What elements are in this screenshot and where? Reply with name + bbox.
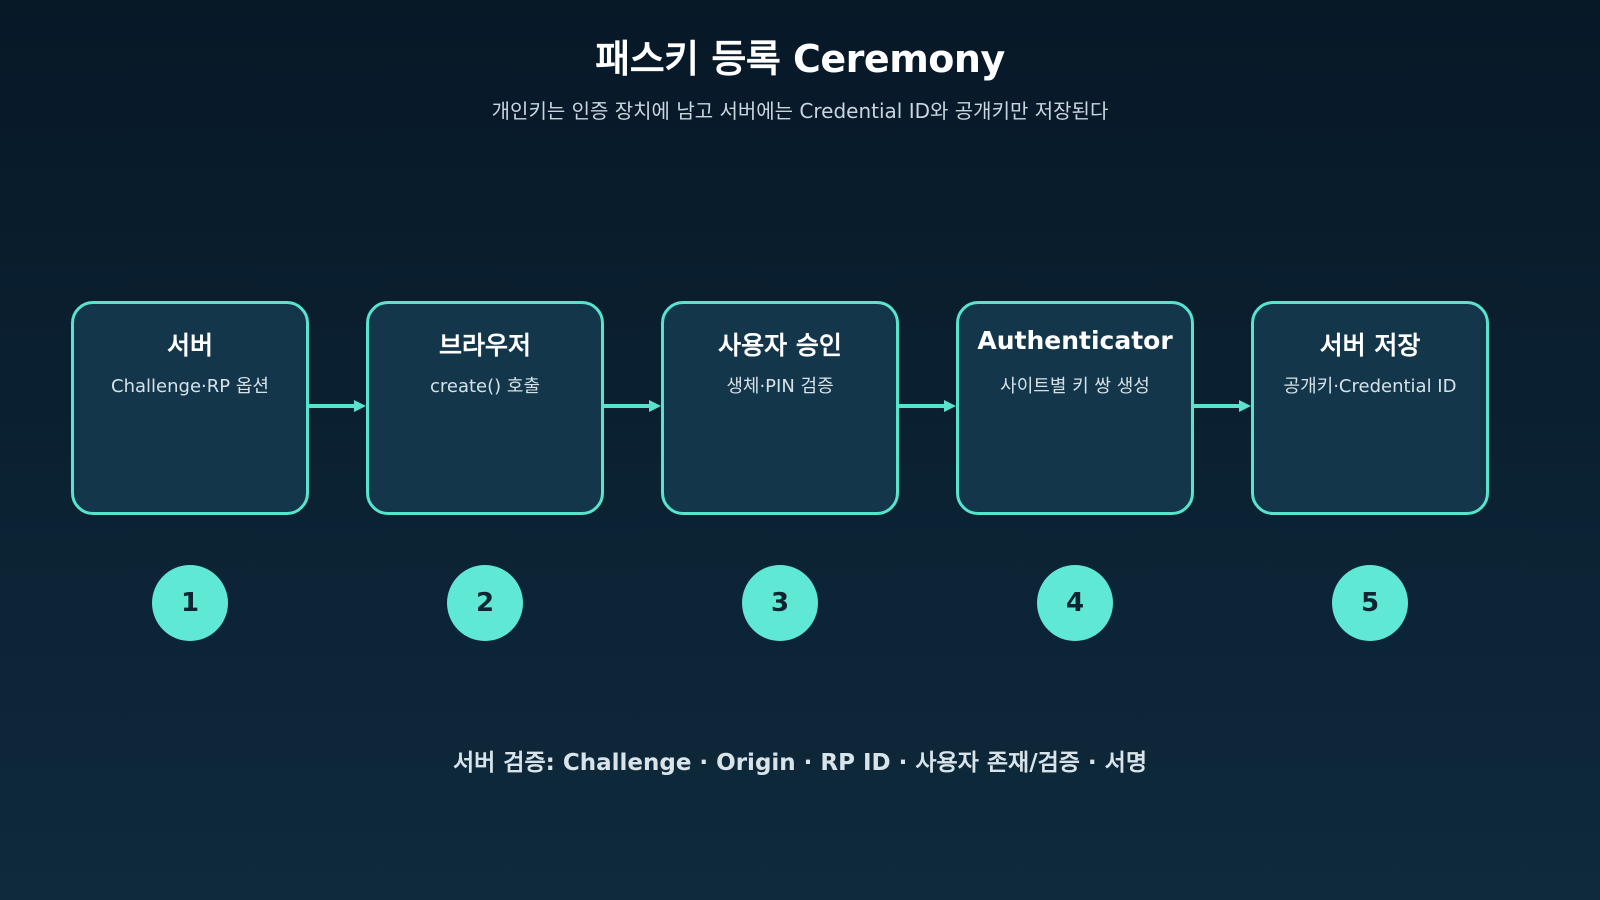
- step-box-1: 서버 Challenge·RP 옵션: [71, 301, 309, 515]
- arrow-right-icon: [899, 400, 956, 412]
- step-title: 사용자 승인: [718, 331, 842, 360]
- arrow-right-icon: [604, 400, 661, 412]
- step-title: 서버 저장: [1319, 331, 1421, 360]
- diagram-title: 패스키 등록 Ceremony: [595, 37, 1005, 81]
- diagram-subtitle: 개인키는 인증 장치에 남고 서버에는 Credential ID와 공개키만 …: [491, 99, 1109, 123]
- step-number-badge: 4: [1037, 565, 1113, 641]
- verification-footer: 서버 검증: Challenge · Origin · RP ID · 사용자 …: [452, 750, 1147, 776]
- step-title: Authenticator: [977, 326, 1173, 355]
- step-number-badge: 3: [742, 565, 818, 641]
- arrow-right-icon: [309, 400, 366, 412]
- step-title: 서버: [166, 331, 213, 360]
- step-description: Challenge·RP 옵션: [111, 376, 269, 397]
- step-description: 사이트별 키 쌍 생성: [1000, 376, 1150, 397]
- step-description: 생체·PIN 검증: [726, 376, 834, 397]
- step-box-5: 서버 저장 공개키·Credential ID: [1251, 301, 1489, 515]
- step-box-2: 브라우저 create() 호출: [366, 301, 604, 515]
- step-box-3: 사용자 승인 생체·PIN 검증: [661, 301, 899, 515]
- step-number-badge: 1: [152, 565, 228, 641]
- step-box-4: Authenticator 사이트별 키 쌍 생성: [956, 301, 1194, 515]
- step-description: create() 호출: [429, 376, 541, 397]
- step-number-badge: 5: [1332, 565, 1408, 641]
- arrow-right-icon: [1194, 400, 1251, 412]
- step-number-badge: 2: [447, 565, 523, 641]
- step-title: 브라우저: [438, 331, 531, 360]
- step-description: 공개키·Credential ID: [1283, 376, 1457, 397]
